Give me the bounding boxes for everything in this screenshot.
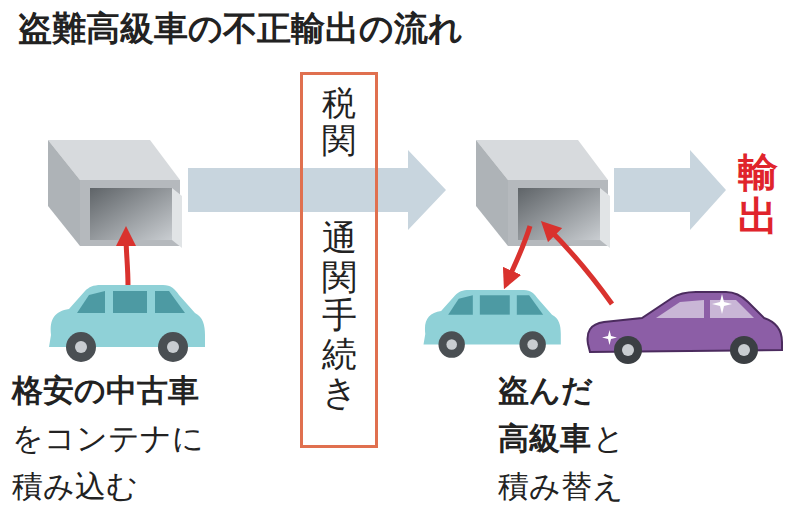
particle-label: と: [593, 414, 625, 462]
title: 盗難高級車の不正輸出の流れ: [18, 6, 463, 52]
customs-box: 税関通関手続き: [300, 72, 378, 448]
luxury-car: [588, 292, 782, 364]
container: [48, 140, 182, 248]
flow-arrow: [188, 150, 446, 230]
cheap-car-label: 格安の中古車: [12, 366, 199, 414]
used-car: [49, 285, 205, 362]
used-car: [424, 290, 561, 358]
load-label: をコンテナに 積み込む: [12, 414, 204, 510]
export-label: 輸出: [738, 150, 778, 238]
procedure-label: 通関手続き: [322, 219, 357, 412]
stolen-car-label: 盗んだ 高級車: [498, 366, 593, 462]
container: [476, 140, 610, 248]
load-arrow: [126, 236, 128, 286]
swap-arrow: [548, 228, 612, 304]
swap-label: 積み替え: [498, 462, 624, 510]
customs-label: 税関: [322, 85, 356, 160]
flow-arrow: [614, 150, 726, 230]
unload-arrow: [508, 226, 530, 280]
